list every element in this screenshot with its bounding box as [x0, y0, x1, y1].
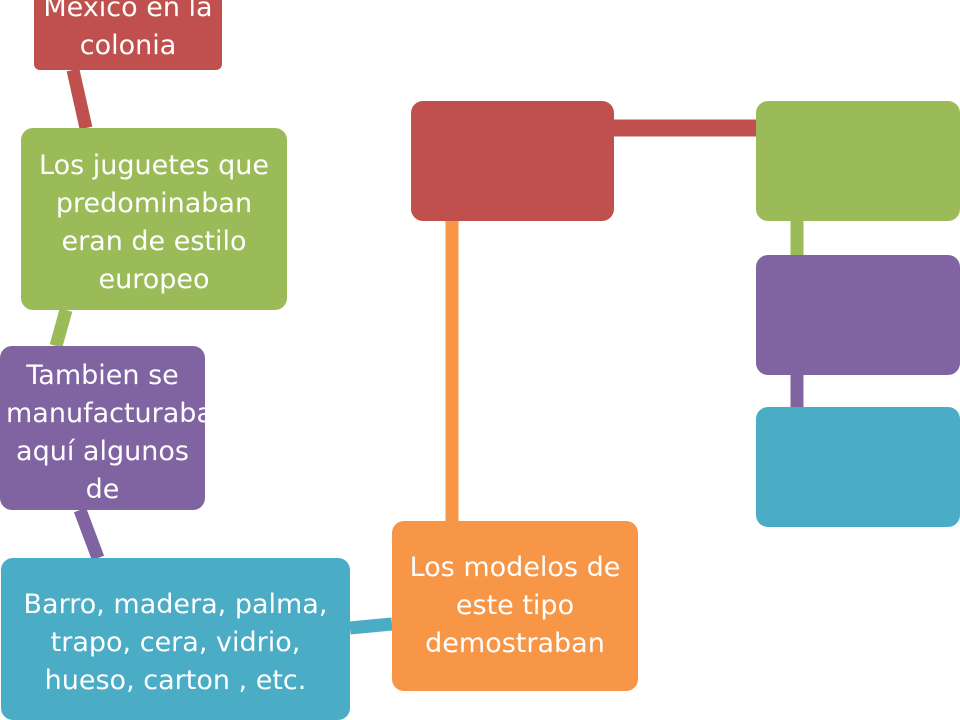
node-empty-green — [756, 101, 960, 221]
node-juguetes: Los juguetes que predominaban eran de es… — [21, 128, 287, 310]
node-empty-purple — [756, 255, 960, 375]
connector-juguetes-tambien — [49, 308, 73, 348]
node-empty-teal — [756, 407, 960, 527]
node-modelos-label: Los modelos de este tipo demostraban — [409, 552, 621, 659]
node-tambien: Tambien se manufacturaban aquí algunos d… — [0, 346, 205, 510]
node-materiales-label: Barro, madera, palma, trapo, cera, vidri… — [23, 589, 328, 696]
connector-tambien-barro — [73, 507, 105, 561]
node-empty-red — [411, 101, 614, 221]
connector-barro-modelos — [349, 617, 393, 635]
node-mexico-label: México en la colonia — [43, 0, 213, 61]
node-modelos: Los modelos de este tipo demostraban — [392, 521, 638, 691]
node-juguetes-label: Los juguetes que predominaban eran de es… — [39, 150, 269, 295]
node-materiales: Barro, madera, palma, trapo, cera, vidri… — [1, 558, 350, 720]
node-tambien-label: Tambien se manufacturaban aquí algunos d… — [6, 360, 205, 505]
connector-mexico-juguetes — [66, 68, 93, 130]
node-mexico-en-la-colonia: México en la colonia — [34, 0, 222, 70]
